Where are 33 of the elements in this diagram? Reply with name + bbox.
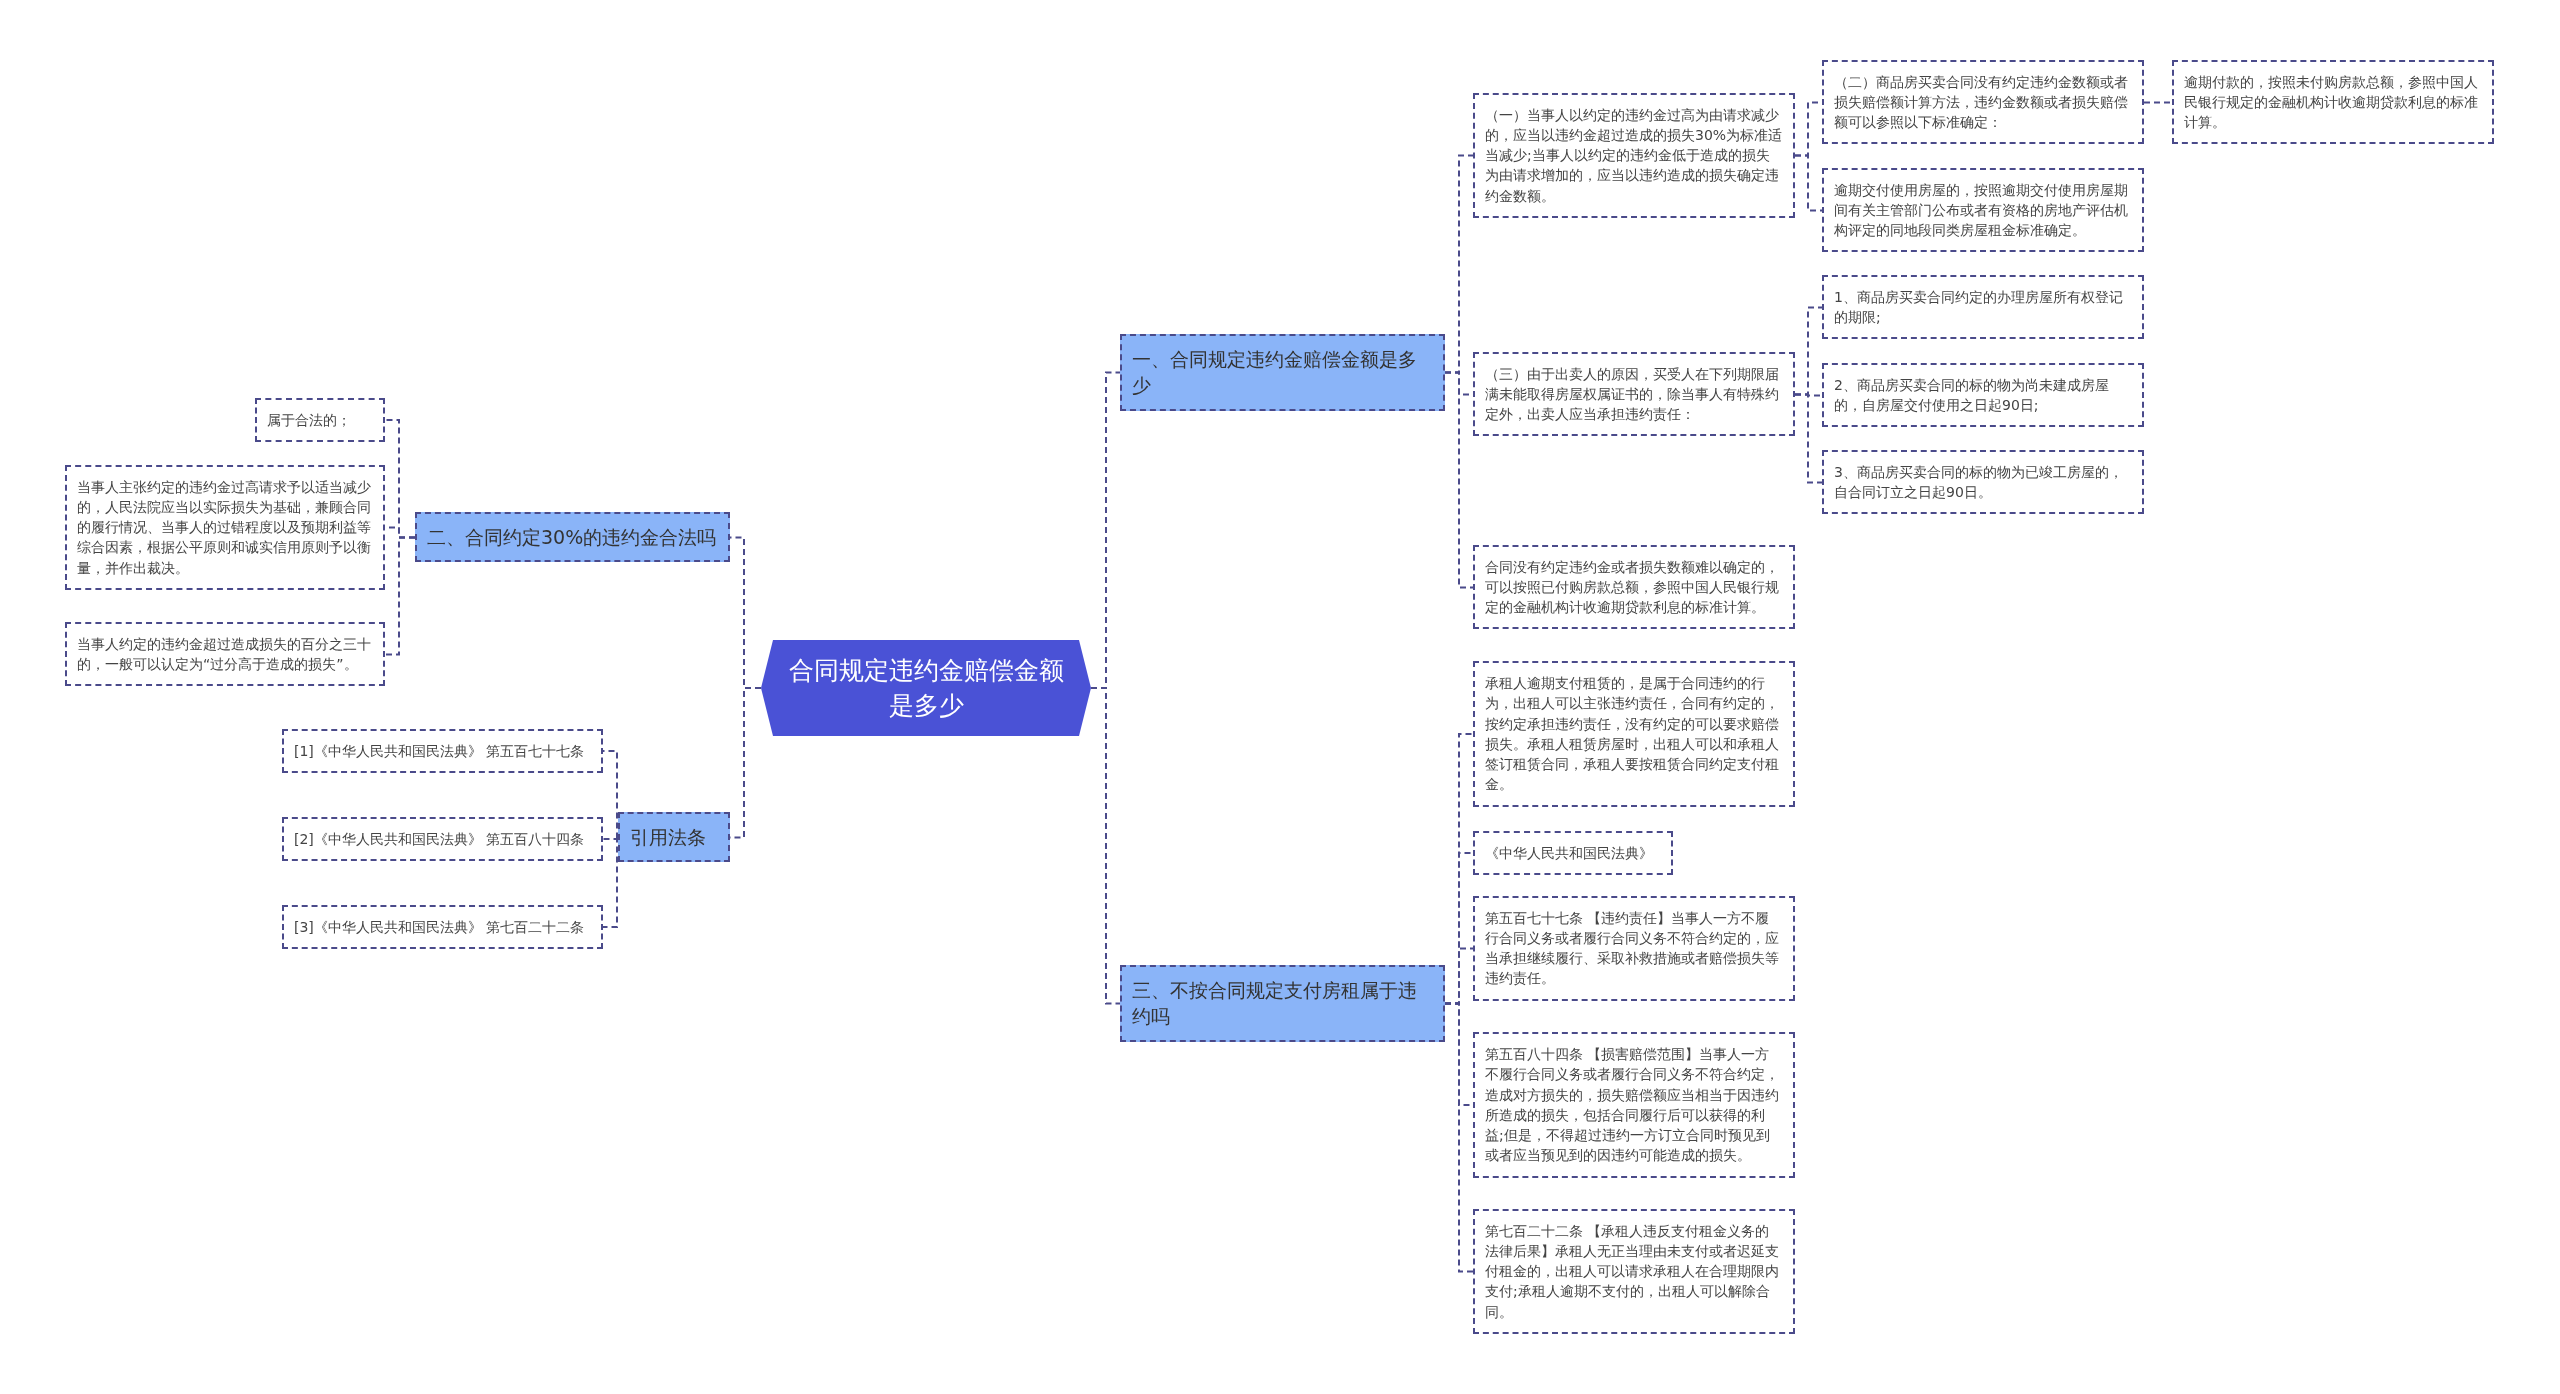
note-box: （三）由于出卖人的原因，买受人在下列期限届满未能取得房屋权属证书的，除当事人有特殊约定外，出卖人应当承担违约责任： xyxy=(1473,351,1795,437)
note-box: 属于合法的； xyxy=(255,398,385,443)
note-box: 逾期交付使用房屋的，按照逾期交付使用房屋期间有关主管部门公布或者有资格的房地产评估机构评定的同地段同类房屋租金标准确定。 xyxy=(1822,167,2144,253)
note-box: 第五百七十七条 【违约责任】当事人一方不履行合同义务或者履行合同义务不符合约定的，应当承担继续履行、采取补救措施或者赔偿损失等违约责任。 xyxy=(1473,895,1795,1001)
topic-box: 一、合同规定违约金赔偿金额是多少 xyxy=(1120,333,1445,411)
note-box: 当事人约定的违约金超过造成损失的百分之三十的，一般可以认定为“过分高于造成的损失”。 xyxy=(65,621,385,687)
note-box: [3]《中华人民共和国民法典》 第七百二十二条 xyxy=(282,905,603,950)
note-box: 第七百二十二条 【承租人违反支付租金义务的法律后果】承租人无正当理由未支付或者迟延支付租金的，出租人可以请求承租人在合理期限内支付;承租人逾期不支付的，出租人可以解除合同。 xyxy=(1473,1208,1795,1334)
connector-line xyxy=(1090,687,1121,1005)
topic-box: 三、不按合同规定支付房租属于违约吗 xyxy=(1120,964,1445,1042)
connector-line xyxy=(1444,371,1474,589)
note-box: （二）商品房买卖合同没有约定违约金数额或者损失赔偿额计算方法，违约金数额或者损失赔偿额可以参照以下标准确定： xyxy=(1822,59,2144,145)
note-box: [2]《中华人民共和国民法典》 第五百八十四条 xyxy=(282,817,603,862)
topic-box: 二、合同约定30%的违约金合法吗 xyxy=(415,511,730,563)
note-box: 2、商品房买卖合同的标的物为尚未建成房屋的，自房屋交付使用之日起90日; xyxy=(1822,362,2144,428)
topic-box: 引用法条 xyxy=(618,811,730,863)
note-box: 合同没有约定违约金或者损失数额难以确定的，可以按照已付购房款总额，参照中国人民银行规定的金融机构计收逾期贷款利息的标准计算。 xyxy=(1473,544,1795,630)
connector-line xyxy=(1794,154,1823,212)
note-box: （一）当事人以约定的违约金过高为由请求减少的，应当以违约金超过造成的损失30%为标准适当减少;当事人以约定的违约金低于造成的损失为由请求增加的，应当以违约造成的损失确定违约金数额。 xyxy=(1473,92,1795,218)
note-box: 1、商品房买卖合同约定的办理房屋所有权登记的期限; xyxy=(1822,274,2144,340)
connector-line xyxy=(1444,1002,1474,1273)
note-box: 第五百八十四条 【损害赔偿范围】当事人一方不履行合同义务或者履行合同义务不符合约定，造成对方损失的，损失赔偿额应当相当于因违约所造成的损失，包括合同履行后可以获得的利益;但是，不得超过违约一方订立合同时预见到或者应当预见到的因违约可能造成的损失。 xyxy=(1473,1032,1795,1178)
connector-line xyxy=(384,536,416,656)
connector-line xyxy=(602,836,619,840)
note-box: 《中华人民共和国民法典》 xyxy=(1473,831,1673,876)
connector-line xyxy=(1794,393,1823,484)
connector-line xyxy=(2143,101,2173,104)
note-box: [1]《中华人民共和国民法典》 第五百七十七条 xyxy=(282,729,603,774)
note-box: 当事人主张约定的违约金过高请求予以适当减少的，人民法院应当以实际损失为基础，兼顾合同的履行情况、当事人的过错程度以及预期利益等综合因素，根据公平原则和诚实信用原则予以衡量，并作出裁决。 xyxy=(65,464,385,590)
note-box: 逾期付款的，按照未付购房款总额，参照中国人民银行规定的金融机构计收逾期贷款利息的标准计算。 xyxy=(2172,59,2494,145)
note-box: 3、商品房买卖合同的标的物为已竣工房屋的，自合同订立之日起90日。 xyxy=(1822,449,2144,515)
note-box: 承租人逾期支付租赁的，是属于合同违约的行为，出租人可以主张违约责任，合同有约定的，按约定承担违约责任，没有约定的可以要求赔偿损失。承租人租赁房屋时，出租人可以和承租人签订租赁合同，承租人要按租赁合同约定支付租金。 xyxy=(1473,661,1795,807)
central-topic: 合同规定违约金赔偿金额是多少 xyxy=(761,640,1091,736)
